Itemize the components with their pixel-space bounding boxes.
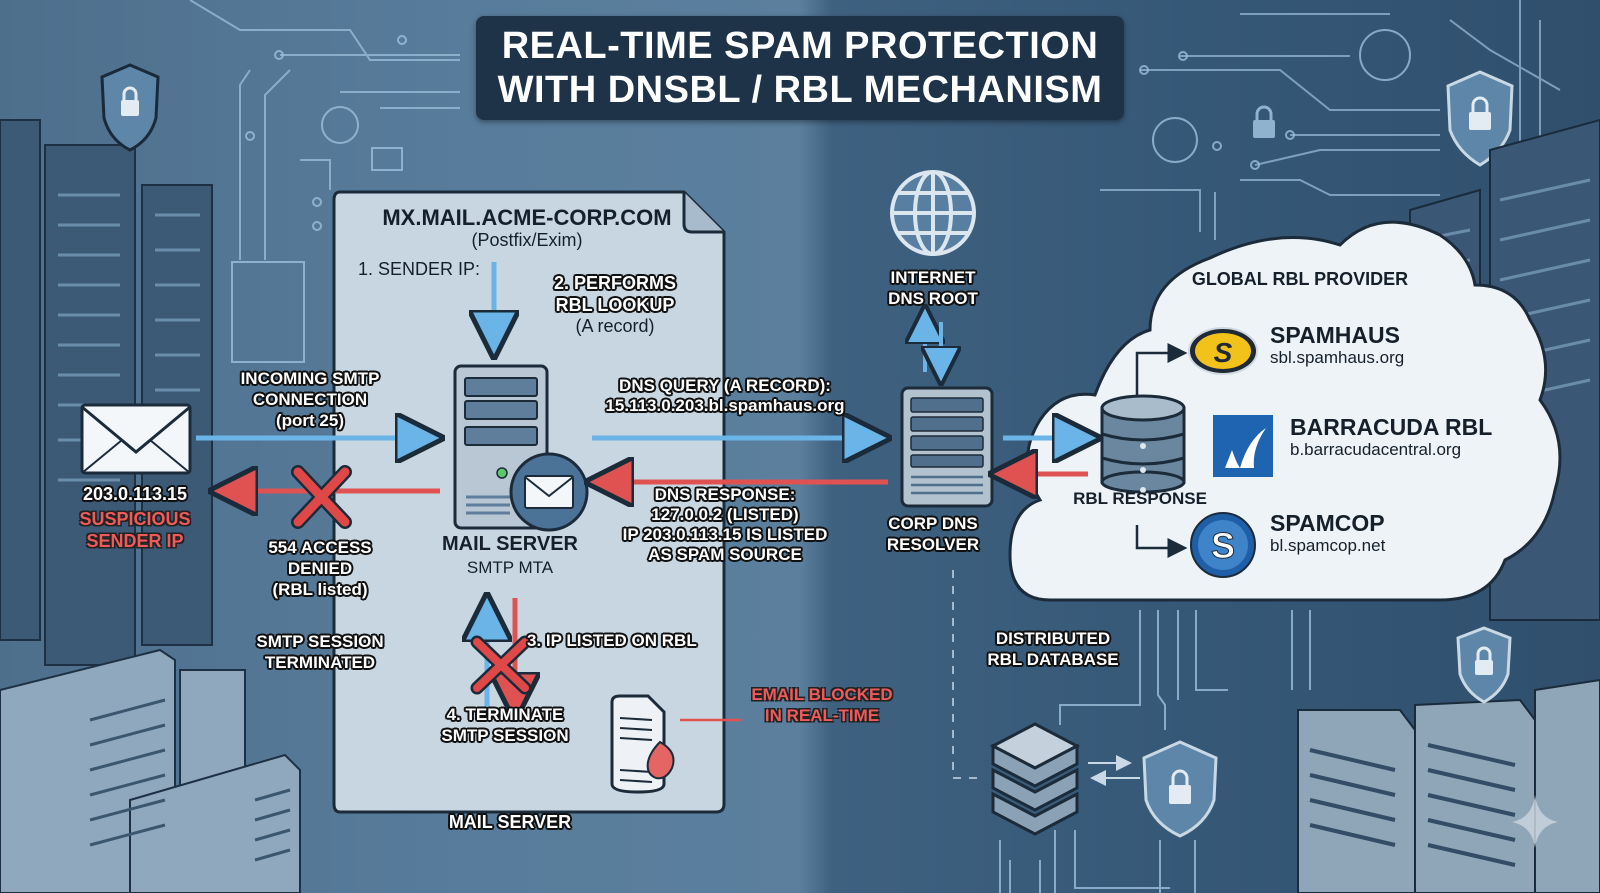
sender-ip: 203.0.113.15	[82, 484, 188, 504]
access-denied-label: 554 ACCESS DENIED (RBL listed)	[268, 538, 372, 599]
provider-name: BARRACUDA RBL	[1290, 414, 1493, 440]
sender-status: SUSPICIOUS SENDER IP	[79, 509, 191, 551]
globe-icon	[890, 170, 976, 256]
provider-spamhaus: SPAMHAUS sbl.spamhaus.org	[1270, 322, 1404, 368]
provider-host: bl.spamcop.net	[1270, 536, 1386, 555]
connector-to-spamcop	[1135, 525, 1188, 558]
rbl-provider-title: GLOBAL RBL PROVIDER	[1191, 269, 1409, 289]
provider-name: SPAMCOP	[1270, 510, 1385, 536]
dns-response-label: DNS RESPONSE: 127.0.0.2 (LISTED) IP 203.…	[622, 485, 828, 564]
dns-resolver-server-icon	[900, 386, 994, 508]
spamhaus-logo-icon: S	[1188, 327, 1258, 375]
blocked-email-database-icon	[610, 694, 675, 794]
provider-host: sbl.spamhaus.org	[1270, 348, 1405, 367]
provider-name: SPAMHAUS	[1270, 322, 1400, 348]
provider-host: b.barracudacentral.org	[1290, 440, 1462, 459]
dns-root-label: INTERNET DNS ROOT	[888, 268, 978, 308]
envelope-icon-sender	[80, 403, 192, 475]
shield-lock-icon-top-right	[1446, 70, 1514, 167]
mail-server-label: MAIL SERVER	[442, 533, 578, 555]
mail-server-footer: MAIL SERVER	[448, 812, 572, 832]
email-blocked-label: EMAIL BLOCKED IN REAL-TIME	[751, 685, 893, 725]
connector-to-spamhaus	[1135, 343, 1188, 396]
sparkle-icon	[1512, 795, 1558, 848]
title-line-2: WITH DNSBL / RBL MECHANISM	[497, 69, 1103, 111]
step-2-record-type: (A record)	[575, 316, 655, 336]
incoming-smtp-label: INCOMING SMTP CONNECTION (port 25)	[240, 369, 380, 430]
mail-server-sublabel: SMTP MTA	[466, 558, 554, 577]
reject-x-icon	[291, 465, 352, 529]
title-line-1: REAL-TIME SPAM PROTECTION	[501, 25, 1099, 67]
step-3-label: 3. IP LISTED ON RBL	[527, 631, 697, 650]
step-2-label: 2. PERFORMS RBL LOOKUP	[553, 273, 677, 315]
mail-server-software: (Postfix/Exim)	[471, 230, 583, 250]
step-1-sender-ip: 1. SENDER IP:	[358, 259, 481, 279]
provider-spamcop: SPAMCOP bl.spamcop.net	[1270, 510, 1385, 556]
padlock-icon-right	[1253, 105, 1275, 138]
svg-text:S: S	[1211, 525, 1235, 566]
title-banner: REAL-TIME SPAM PROTECTION WITH DNSBL / R…	[476, 16, 1124, 120]
session-terminated-label: SMTP SESSION TERMINATED	[256, 632, 384, 672]
dashed-link	[952, 570, 980, 779]
svg-text:S: S	[1214, 337, 1233, 368]
distributed-database-icon	[989, 722, 1081, 836]
shield-lock-icon-top-left	[100, 63, 160, 152]
shield-lock-icon-bottom-center	[1142, 740, 1218, 838]
rbl-database-icon	[1100, 394, 1186, 494]
step-4-label: 4. TERMINATE SMTP SESSION	[441, 705, 569, 745]
shield-lock-icon-bottom-right	[1456, 626, 1512, 704]
dns-resolver-label: CORP DNS RESOLVER	[886, 514, 980, 554]
mail-server-hostname: MX.MAIL.ACME-CORP.COM	[382, 205, 672, 230]
dns-query-label: DNS QUERY (A RECORD): 15.113.0.203.bl.sp…	[605, 376, 845, 415]
barracuda-logo-icon	[1213, 415, 1273, 477]
rbl-listed-x-icon	[470, 635, 532, 695]
envelope-badge-icon	[509, 452, 589, 532]
spamcop-logo-icon: S	[1190, 512, 1256, 578]
provider-barracuda: BARRACUDA RBL b.barracudacentral.org	[1290, 414, 1492, 460]
distributed-db-label: DISTRIBUTED RBL DATABASE	[987, 629, 1119, 669]
rbl-response-label: RBL RESPONSE	[1073, 489, 1207, 508]
